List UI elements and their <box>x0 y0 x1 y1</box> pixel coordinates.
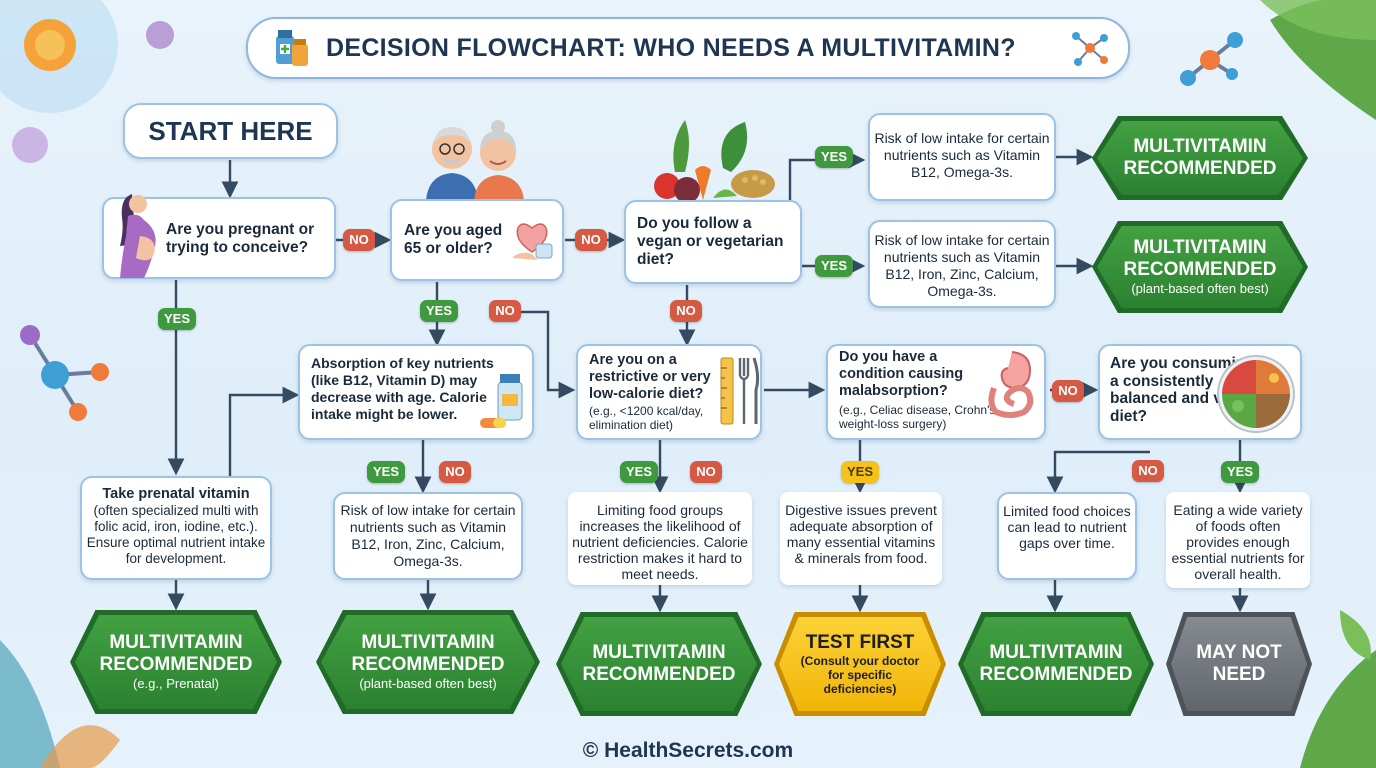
info-restrictive-text: Limiting food groups increases the likel… <box>572 502 748 582</box>
question-vegan <box>624 200 802 284</box>
info-vegan-mid-text: Risk of low intake for certain nutrients… <box>874 232 1050 299</box>
question-pregnant-text: Are you pregnant or trying to conceive? <box>166 221 315 256</box>
tag-yes-absorption: YES <box>367 461 405 483</box>
question-restrictive-note: (e.g., <1200 kcal/day, elimination diet) <box>589 404 704 432</box>
question-malabsorption-text: Do you have a condition causing malabsor… <box>839 349 964 399</box>
question-vegan-text: Do you follow a vegan or vegetarian diet… <box>637 215 784 268</box>
balanced-plate-icon <box>1217 355 1295 433</box>
info-restrictive <box>568 492 752 585</box>
tag-yes-aged: YES <box>420 300 458 322</box>
tag-no-balanced: NO <box>1132 460 1164 482</box>
info-variety-text: Eating a wide variety of foods often pro… <box>1171 502 1305 582</box>
page-title: DECISION FLOWCHART: WHO NEEDS A MULTIVIT… <box>326 34 1016 62</box>
info-variety <box>1166 492 1310 588</box>
info-absorption-text: Absorption of key nutrients (like B12, V… <box>311 355 494 422</box>
cell-icon <box>0 0 174 163</box>
info-limited <box>997 492 1137 580</box>
tag-no-malabsorption: NO <box>1052 380 1084 402</box>
question-aged-text: Are you aged 65 or older? <box>404 222 503 257</box>
molecule-icon <box>1072 32 1108 66</box>
info-digestive-text: Digestive issues prevent adequate absorp… <box>785 502 937 566</box>
tag-yes-vegan-top: YES <box>815 146 853 168</box>
tag-yes-pregnant: YES <box>158 308 196 330</box>
info-aged-risk <box>333 492 523 580</box>
tag-no-vegan: NO <box>670 300 702 322</box>
ruler-cutlery-icon <box>720 357 760 425</box>
heart-hands-icon <box>512 223 553 260</box>
outcome-test-first: TEST FIRST(Consult your doctor for speci… <box>774 612 946 716</box>
tag-no-restrictive: NO <box>690 461 722 483</box>
info-digestive <box>780 492 942 585</box>
info-prenatal <box>80 476 272 580</box>
supplement-bottle-icon <box>480 374 523 428</box>
info-limited-text: Limited food choices can lead to nutrien… <box>1003 503 1131 551</box>
tag-no-absorption: NO <box>439 461 471 483</box>
info-vegan-mid <box>868 220 1056 308</box>
start-label: START HERE <box>148 116 313 146</box>
info-prenatal-text: (often specialized multi with folic acid… <box>86 503 266 566</box>
tag-no-pregnant: NO <box>343 229 375 251</box>
footer-copyright: © HealthSecrets.com <box>582 739 794 762</box>
info-vegan-top <box>868 113 1056 201</box>
start-node <box>123 103 338 159</box>
question-malabsorption-note: (e.g., Celiac disease, Crohn's, weight-l… <box>839 403 999 431</box>
info-prenatal-title: Take prenatal vitamin <box>102 486 250 502</box>
digestive-system-icon <box>988 351 1034 418</box>
vegetables-icon <box>654 120 775 203</box>
elderly-couple-icon <box>426 120 524 201</box>
info-vegan-top-text: Risk of low intake for certain nutrients… <box>874 130 1050 180</box>
tag-yes-balanced: YES <box>1221 461 1259 483</box>
title-banner <box>246 17 1130 79</box>
vitamin-bottles-icon <box>276 30 308 66</box>
pregnant-woman-icon <box>120 194 156 278</box>
tag-no-aged: NO <box>575 229 607 251</box>
question-aged <box>390 199 564 281</box>
tag-yes-restrictive: YES <box>620 461 658 483</box>
info-aged-risk-text: Risk of low intake for certain nutrients… <box>340 502 516 569</box>
tag-no-aged-2: NO <box>489 300 521 322</box>
tag-yes-vegan: YES <box>815 255 853 277</box>
tag-yes-malabsorption: YES <box>841 461 879 483</box>
question-restrictive-text: Are you on a restrictive or very low-cal… <box>589 352 711 402</box>
